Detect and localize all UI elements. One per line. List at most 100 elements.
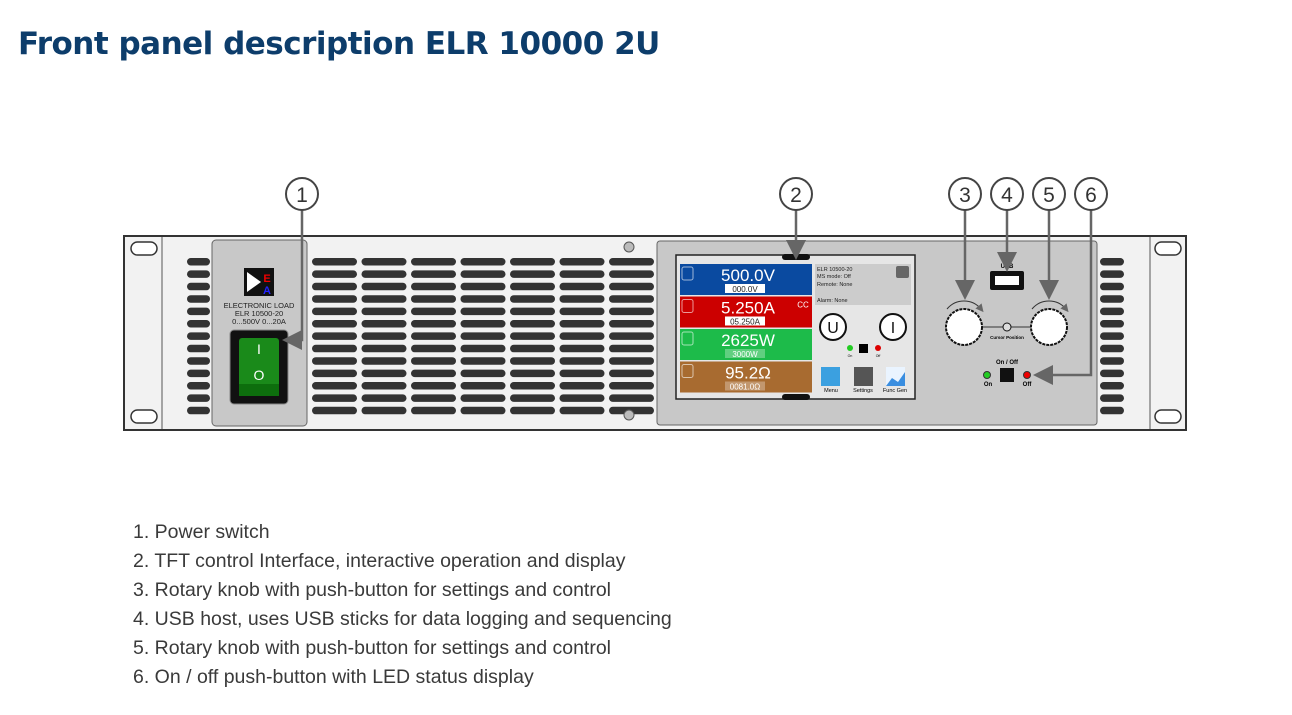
vent-slot bbox=[460, 394, 506, 402]
keypad-icon[interactable] bbox=[681, 299, 694, 313]
vent-slot bbox=[312, 357, 357, 365]
vent-slot bbox=[312, 344, 357, 353]
svg-text:I: I bbox=[257, 341, 261, 357]
keypad-icon[interactable] bbox=[681, 331, 694, 346]
vent-slot bbox=[609, 320, 654, 328]
vent-slot bbox=[411, 270, 456, 278]
callout-circle bbox=[948, 177, 982, 211]
led-off-icon bbox=[875, 345, 881, 351]
keypad-icon[interactable] bbox=[681, 266, 694, 281]
svg-text:U: U bbox=[827, 320, 839, 337]
funcgen-button-label: Func Gen bbox=[883, 388, 907, 394]
mounting-holes bbox=[130, 241, 1182, 424]
display-row[interactable] bbox=[680, 329, 812, 360]
vent-slot bbox=[609, 258, 654, 266]
vent-slot bbox=[1100, 332, 1124, 340]
vent-slot bbox=[361, 406, 407, 415]
vent-slot bbox=[187, 295, 210, 303]
vent-slot bbox=[510, 320, 555, 328]
led-on-label: On bbox=[848, 354, 853, 358]
power-switch[interactable]: I O bbox=[229, 329, 289, 405]
svg-text:I: I bbox=[891, 320, 895, 337]
status-remote: Remote: None bbox=[817, 282, 852, 288]
callout-number: 5 bbox=[1043, 184, 1055, 207]
set-value[interactable]: 0081.0Ω bbox=[730, 383, 760, 392]
vent-slot bbox=[460, 270, 506, 278]
vent-slot bbox=[609, 332, 654, 340]
vent-slot bbox=[559, 282, 605, 291]
vent-slot bbox=[1100, 369, 1124, 378]
knob-u-icon[interactable]: U bbox=[819, 313, 847, 341]
vent-slot bbox=[510, 270, 555, 278]
vent-slot bbox=[411, 258, 456, 266]
vent-slot bbox=[460, 369, 506, 378]
callout-circle bbox=[990, 177, 1024, 211]
set-value[interactable]: 05.250A bbox=[730, 318, 760, 327]
air-vents bbox=[187, 258, 1124, 415]
vent-slot bbox=[609, 295, 654, 303]
led-off-label: Off bbox=[876, 354, 881, 358]
rotary-knob-left[interactable] bbox=[945, 308, 983, 346]
screen-onoff-button[interactable] bbox=[859, 344, 868, 353]
description-item: 1. Power switch bbox=[133, 521, 270, 543]
usb-label: USB bbox=[1001, 264, 1014, 270]
description-item: 3. Rotary knob with push-button for sett… bbox=[133, 579, 612, 601]
vent-slot bbox=[411, 382, 456, 390]
set-value[interactable]: 000.0V bbox=[732, 285, 758, 294]
vent-slot bbox=[510, 332, 555, 340]
vent-slot bbox=[559, 258, 605, 266]
vent-slot bbox=[609, 307, 654, 316]
knob-i-icon[interactable]: I bbox=[879, 313, 907, 341]
vent-slot bbox=[460, 320, 506, 328]
cursor-position-label: Cursor Position bbox=[990, 335, 1024, 340]
description-item: 4. USB host, uses USB sticks for data lo… bbox=[133, 608, 672, 630]
vent-slot bbox=[361, 369, 407, 378]
vent-slot bbox=[411, 332, 456, 340]
vent-slot bbox=[1100, 258, 1124, 266]
menu-home-icon[interactable] bbox=[821, 367, 840, 386]
off-led-icon bbox=[1023, 371, 1031, 379]
vent-slot bbox=[312, 295, 357, 303]
vent-slot bbox=[609, 270, 654, 278]
callout-number: 2 bbox=[790, 184, 802, 207]
device-model: ELR 10500-20 bbox=[235, 309, 283, 318]
usb-port[interactable] bbox=[990, 271, 1024, 290]
rotary-knob-right[interactable] bbox=[1030, 308, 1068, 346]
vent-slot bbox=[361, 320, 407, 328]
callout-number: 6 bbox=[1085, 184, 1097, 207]
settings-gear-icon[interactable] bbox=[854, 367, 873, 386]
vent-slot bbox=[510, 295, 555, 303]
vent-slot bbox=[312, 369, 357, 378]
vent-slot bbox=[411, 320, 456, 328]
callout-number: 1 bbox=[296, 184, 308, 207]
screw bbox=[623, 241, 635, 253]
vent-slot bbox=[559, 357, 605, 365]
vent-slot bbox=[411, 282, 456, 291]
vent-slot bbox=[187, 270, 210, 278]
vent-slot bbox=[559, 382, 605, 390]
ea-logo: E A bbox=[244, 268, 274, 297]
callout-circle bbox=[285, 177, 319, 211]
actual-value: 2625W bbox=[721, 331, 775, 350]
callout-number: 4 bbox=[1001, 184, 1013, 207]
lock-icon[interactable] bbox=[896, 266, 909, 278]
vent-slot bbox=[609, 344, 654, 353]
vent-slot bbox=[559, 295, 605, 303]
keypad-icon[interactable] bbox=[681, 364, 694, 378]
vent-slot bbox=[411, 357, 456, 365]
vent-slot bbox=[187, 382, 210, 390]
on-label: On bbox=[984, 382, 993, 388]
vent-slot bbox=[361, 295, 407, 303]
onoff-button[interactable] bbox=[1000, 368, 1014, 382]
on-led-icon bbox=[983, 371, 991, 379]
led-on-icon bbox=[847, 345, 853, 351]
set-value[interactable]: 3000W bbox=[732, 350, 758, 359]
vent-slot bbox=[411, 344, 456, 353]
actual-value: 95.2Ω bbox=[725, 364, 771, 383]
vent-slot bbox=[312, 270, 357, 278]
vent-slot bbox=[312, 382, 357, 390]
display-row[interactable] bbox=[680, 361, 812, 393]
actual-value: 500.0V bbox=[721, 266, 776, 285]
vent-slot bbox=[187, 369, 210, 378]
